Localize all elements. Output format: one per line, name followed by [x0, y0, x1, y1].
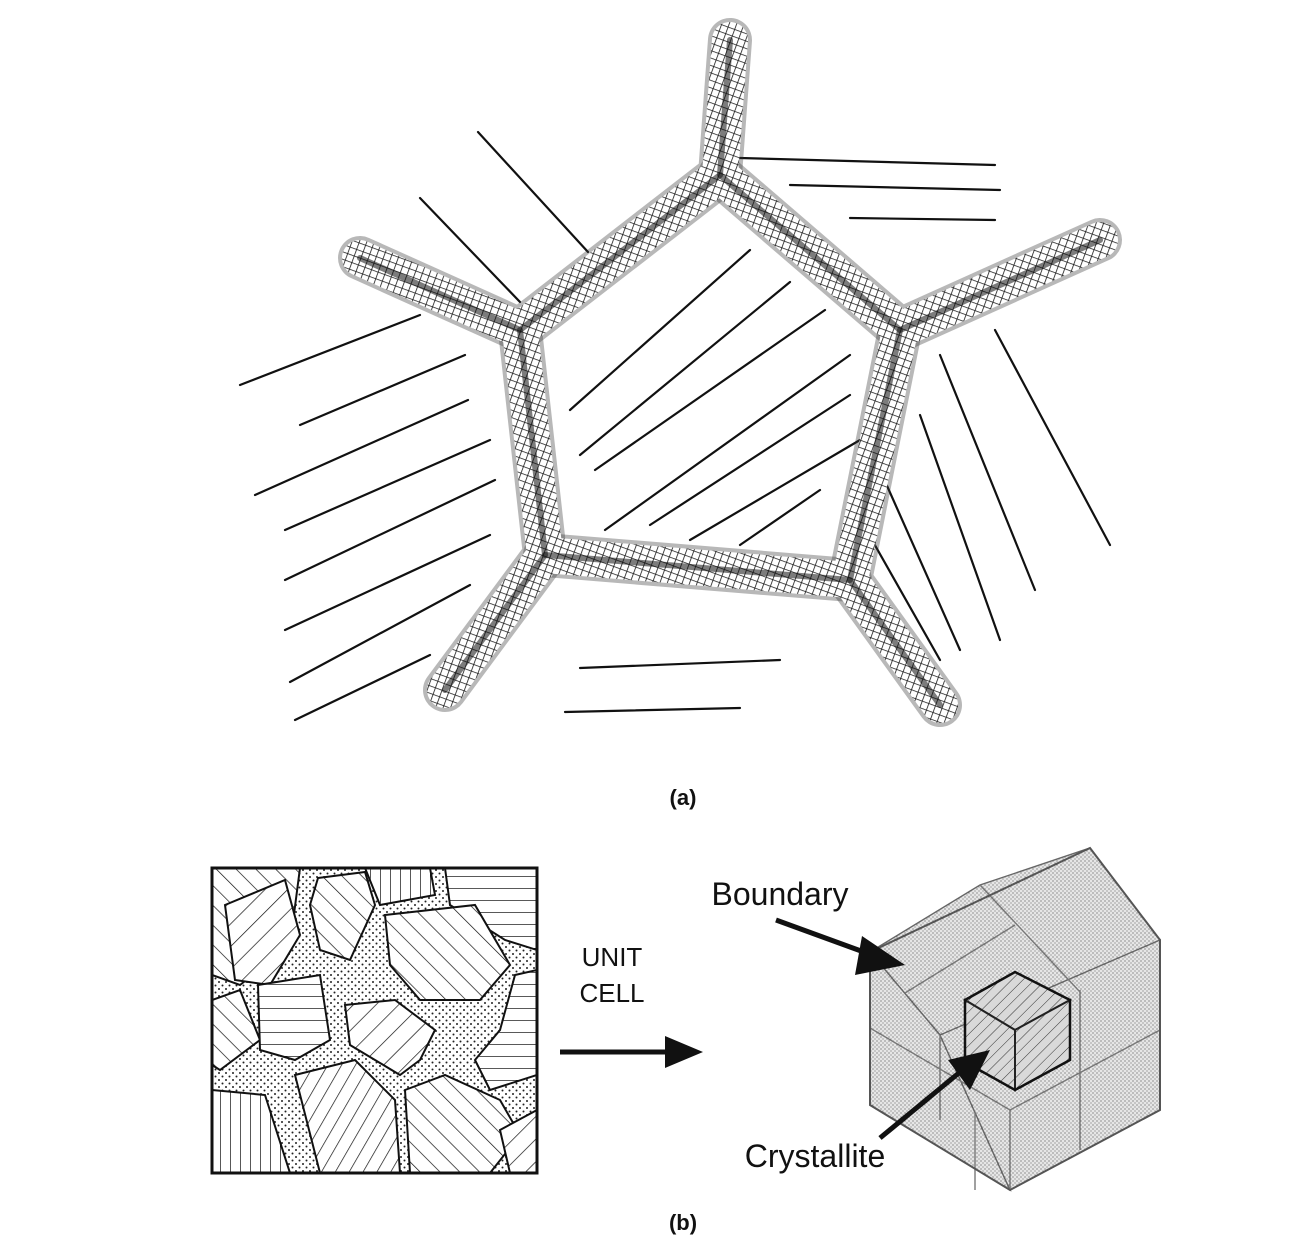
- panel-b-caption: (b): [669, 1210, 697, 1235]
- crystallite-pointer-arrow: [878, 1050, 990, 1140]
- arrow-head-icon: [665, 1036, 703, 1068]
- microstructure-box: [210, 866, 539, 1175]
- boundary-pointer-arrow: [775, 917, 905, 975]
- panel-a-grain-diagram: (a): [238, 18, 1122, 810]
- panel-a-caption: (a): [670, 785, 697, 810]
- crystallite-label: Crystallite: [745, 1138, 885, 1174]
- boundary-label: Boundary: [712, 876, 849, 912]
- arrow-label-cell: CELL: [579, 978, 644, 1008]
- crystallite-cube: [963, 970, 1073, 1092]
- grain-boundaries: [338, 18, 1122, 727]
- arrow-label-unit: UNIT: [582, 942, 643, 972]
- unit-cell-cube: [868, 846, 1162, 1192]
- unit-cell-arrow: UNIT CELL: [560, 942, 703, 1068]
- panel-b-unit-cell-diagram: UNIT CELL: [210, 846, 1162, 1235]
- grain-lattice-lines: [238, 130, 1112, 722]
